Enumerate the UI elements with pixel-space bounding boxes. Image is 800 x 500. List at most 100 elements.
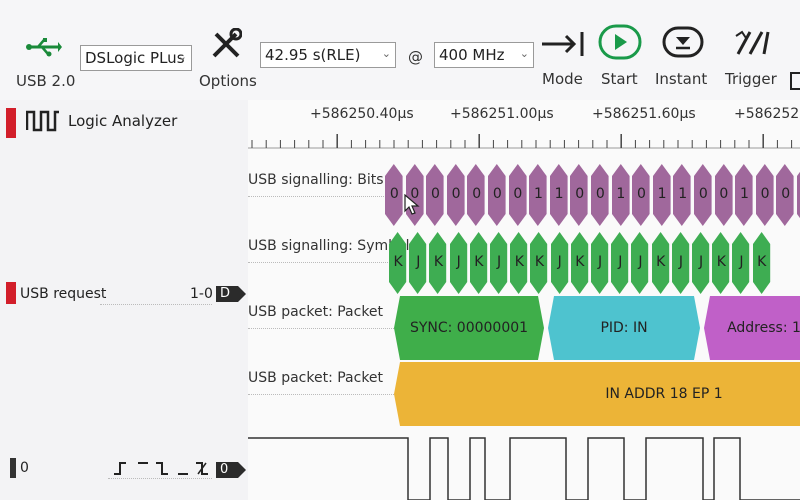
symbol-value: K bbox=[433, 254, 444, 270]
bit-cell[interactable]: 0 bbox=[631, 162, 652, 228]
bit-cell-shape bbox=[776, 164, 794, 226]
symbol-cell[interactable]: K bbox=[752, 230, 772, 296]
symbol-cell[interactable]: J bbox=[489, 230, 509, 296]
bit-cell[interactable]: 1 bbox=[734, 162, 755, 228]
packet-field[interactable]: Address: 1 bbox=[704, 296, 800, 360]
ch0-trigger[interactable]: 0 bbox=[216, 462, 246, 478]
rate-select[interactable]: 400 MHz ⌄ bbox=[434, 42, 534, 68]
toolbar-overflow-button[interactable] bbox=[790, 72, 800, 90]
packet-summary[interactable]: IN ADDR 18 EP 1 bbox=[394, 362, 800, 426]
bit-cell[interactable]: 0 bbox=[384, 162, 405, 228]
bit-cell[interactable]: 0 bbox=[508, 162, 529, 228]
symbol-cell[interactable]: J bbox=[590, 230, 610, 296]
row-label-symbols[interactable]: USB signalling: Symbols bbox=[248, 238, 417, 254]
bit-cell-shape bbox=[673, 164, 691, 226]
symbol-cell[interactable]: K bbox=[711, 230, 731, 296]
symbol-cell-shape bbox=[409, 232, 427, 294]
start-label[interactable]: Start bbox=[601, 70, 638, 88]
trigger-icon[interactable] bbox=[734, 26, 770, 58]
bit-cell[interactable]: 1 bbox=[549, 162, 570, 228]
bit-cell[interactable]: 1 bbox=[652, 162, 673, 228]
channel-panel: Logic Analyzer USB request 1-0 D 0 0 bbox=[0, 100, 248, 500]
symbol-cell-shape bbox=[611, 232, 629, 294]
ch0-dotted-line bbox=[108, 478, 212, 479]
usb-icon[interactable] bbox=[26, 36, 62, 58]
symbol-cell[interactable]: J bbox=[671, 230, 691, 296]
symbol-cell-shape bbox=[732, 232, 750, 294]
bit-value: 0 bbox=[431, 186, 440, 202]
bit-cell[interactable]: 1 bbox=[611, 162, 632, 228]
symbol-cell[interactable]: J bbox=[408, 230, 428, 296]
symbol-cell-shape bbox=[570, 232, 588, 294]
bit-value: 0 bbox=[492, 186, 502, 202]
usb-request-label[interactable]: USB request bbox=[20, 286, 107, 302]
symbol-cell[interactable]: K bbox=[428, 230, 448, 296]
bit-cell[interactable]: 0 bbox=[466, 162, 487, 228]
packet-field-label: Address: 1 bbox=[727, 320, 800, 336]
bit-cell-shape bbox=[591, 164, 609, 226]
bit-value: 0 bbox=[595, 186, 605, 202]
symbol-cell[interactable]: J bbox=[691, 230, 711, 296]
symbol-cell[interactable]: K bbox=[388, 230, 408, 296]
bit-cell[interactable]: 0 bbox=[425, 162, 446, 228]
options-label[interactable]: Options bbox=[199, 72, 257, 90]
row-label-bits[interactable]: USB signalling: Bits bbox=[248, 172, 384, 188]
ch0-label[interactable]: 0 bbox=[20, 460, 29, 476]
bit-value: 1 bbox=[616, 186, 626, 202]
bit-cell[interactable]: 1 bbox=[528, 162, 549, 228]
channel-0-waveform[interactable] bbox=[248, 436, 800, 500]
symbol-cell[interactable]: K bbox=[529, 230, 549, 296]
bit-cell-shape bbox=[714, 164, 733, 226]
symbol-cell[interactable]: J bbox=[550, 230, 570, 296]
bit-cell-shape bbox=[694, 164, 712, 226]
bit-cell[interactable]: 0 bbox=[755, 162, 776, 228]
bit-cell[interactable]: 0 bbox=[569, 162, 590, 228]
bit-cell[interactable]: 1 bbox=[672, 162, 693, 228]
row-label-packet-summary[interactable]: USB packet: Packet bbox=[248, 370, 384, 386]
start-icon[interactable] bbox=[598, 24, 642, 60]
mode-label[interactable]: Mode bbox=[542, 70, 583, 88]
mode-icon[interactable] bbox=[540, 30, 586, 58]
instant-label[interactable]: Instant bbox=[655, 70, 708, 88]
bit-cell[interactable]: 0 bbox=[775, 162, 796, 228]
symbol-cell-shape bbox=[631, 232, 649, 294]
bit-value: 0 bbox=[451, 186, 461, 202]
symbol-cell[interactable]: K bbox=[469, 230, 489, 296]
trigger-label[interactable]: Trigger bbox=[725, 70, 777, 88]
symbol-cell[interactable]: J bbox=[449, 230, 469, 296]
bit-cell-shape bbox=[797, 171, 800, 219]
options-icon[interactable] bbox=[210, 27, 243, 60]
symbol-cell-shape bbox=[692, 232, 710, 294]
waveform-view[interactable]: +586250.40µs +586251.00µs +586251.60µs +… bbox=[248, 100, 800, 500]
trigger-edge-icons[interactable] bbox=[112, 460, 210, 476]
symbol-value: J bbox=[699, 254, 704, 270]
usb-request-trigger[interactable]: D bbox=[216, 286, 246, 302]
bit-cell[interactable]: 0 bbox=[714, 162, 735, 228]
symbol-cell[interactable]: K bbox=[651, 230, 671, 296]
bit-value: 1 bbox=[740, 186, 749, 202]
instant-icon[interactable] bbox=[662, 26, 704, 58]
symbol-cell[interactable]: J bbox=[731, 230, 751, 296]
duration-select[interactable]: 42.95 s(RLE) ⌄ bbox=[260, 42, 396, 68]
bit-cell[interactable]: 0 bbox=[487, 162, 508, 228]
bit-cell[interactable]: 1 bbox=[796, 162, 800, 228]
bit-value: 0 bbox=[719, 186, 729, 202]
bit-cell-shape bbox=[385, 164, 403, 226]
symbol-cell[interactable]: J bbox=[610, 230, 630, 296]
bit-cell[interactable]: 0 bbox=[590, 162, 611, 228]
chevron-down-icon: ⌄ bbox=[519, 47, 529, 60]
bit-cell-shape bbox=[755, 164, 774, 226]
device-select[interactable]: DSLogic PLus ⌄ bbox=[80, 45, 192, 71]
symbol-cell[interactable]: K bbox=[509, 230, 529, 296]
row-label-packet-fields[interactable]: USB packet: Packet bbox=[248, 304, 384, 320]
packet-field[interactable]: PID: IN bbox=[548, 296, 700, 360]
time-ruler[interactable] bbox=[248, 130, 800, 150]
symbol-cell[interactable]: K bbox=[570, 230, 590, 296]
packet-field[interactable]: SYNC: 00000001 bbox=[394, 296, 544, 360]
symbol-cell[interactable]: J bbox=[630, 230, 650, 296]
bit-cell-shape bbox=[529, 164, 547, 226]
bit-cell-shape bbox=[652, 164, 671, 226]
bit-cell[interactable]: 0 bbox=[446, 162, 467, 228]
bit-cell[interactable]: 0 bbox=[693, 162, 714, 228]
